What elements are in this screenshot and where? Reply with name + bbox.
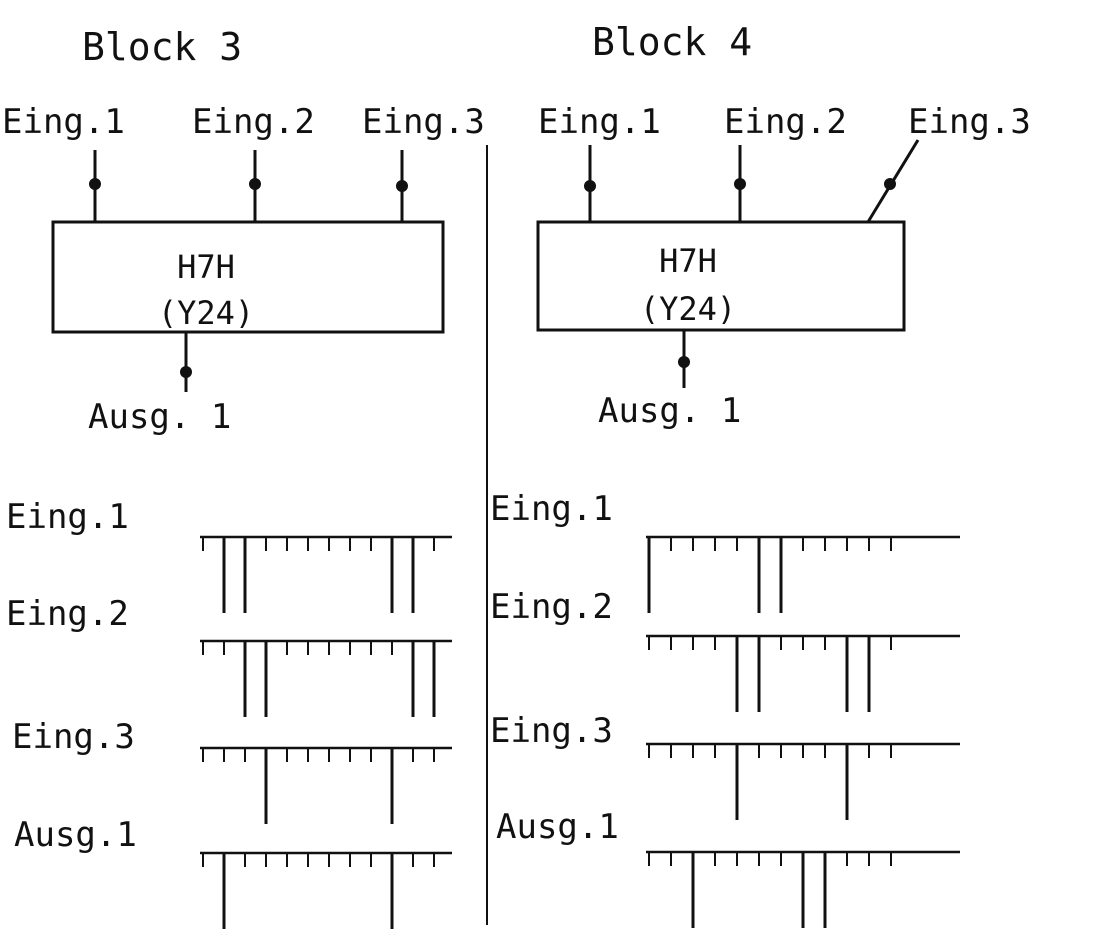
block-4-wave-4-label: Ausg.1 — [496, 807, 619, 847]
block-4-logic-box — [536, 220, 906, 332]
block-3-input-1-label: Eing.1 — [2, 102, 125, 142]
block-4-output-label: Ausg. 1 — [598, 391, 741, 431]
block-3-wave-2-label: Eing.2 — [6, 594, 129, 634]
block-3-input-2-label: Eing.2 — [192, 102, 315, 142]
block-4-box-label: H7H — [659, 242, 717, 280]
block-3-input-3-node — [396, 180, 408, 192]
block-3-input-3-label: Eing.3 — [362, 102, 485, 142]
block-3-input-1-node — [89, 178, 101, 190]
block-4: Block 4 Eing.1 Eing.2 Eing.3 H7H (Y24) A… — [490, 20, 1031, 847]
block-4-output-node — [678, 356, 690, 368]
block-4-wave-3-label: Eing.3 — [490, 711, 613, 751]
timing-waveforms — [200, 535, 960, 929]
block-3-wave-1-label: Eing.1 — [6, 497, 129, 537]
block-3-box-sublabel: (Y24) — [158, 294, 254, 332]
block-4-wave-2-label: Eing.2 — [490, 587, 613, 627]
block-3: Block 3 Eing.1 Eing.2 Eing.3 H7H (Y24) A… — [2, 25, 485, 855]
block-3-title: Block 3 — [82, 25, 242, 69]
block-4-box-sublabel: (Y24) — [640, 290, 736, 328]
block-3-input-2-node — [249, 178, 261, 190]
block-4-input-1-label: Eing.1 — [538, 102, 661, 142]
block-3-wave-3-label: Eing.3 — [12, 717, 135, 757]
block-4-input-1-node — [584, 180, 596, 192]
block-3-logic-box — [51, 220, 445, 334]
block-4-title: Block 4 — [592, 20, 752, 64]
block-4-wave-1-label: Eing.1 — [490, 489, 613, 529]
block-4-input-3-node — [884, 178, 896, 190]
block-4-input-2-node — [734, 178, 746, 190]
block-4-input-2-label: Eing.2 — [724, 102, 847, 142]
block-3-output-node — [180, 366, 192, 378]
block-3-wave-4-label: Ausg.1 — [14, 815, 137, 855]
block-3-output-label: Ausg. 1 — [88, 397, 231, 437]
block-4-input-3-label: Eing.3 — [908, 102, 1031, 142]
block-3-box-label: H7H — [177, 248, 235, 286]
